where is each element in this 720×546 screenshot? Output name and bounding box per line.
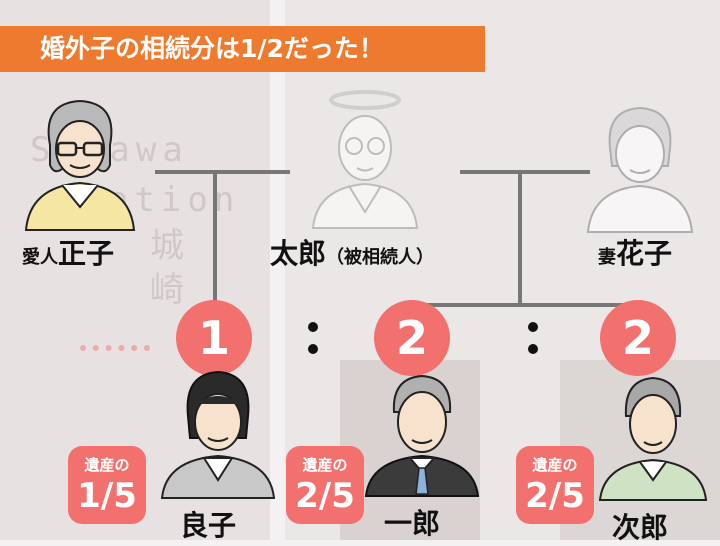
ratio-colon-2 [528, 322, 538, 366]
child3-name: 次郎 [612, 511, 669, 544]
wife-figure [586, 106, 694, 233]
deceased-name: 太郎 [270, 237, 327, 270]
deceased-note: （被相続人） [326, 247, 435, 268]
wife-name: 花子 [616, 237, 673, 270]
lover-label: 愛人正子 [22, 232, 114, 272]
title-banner: 婚外子の相続分は1/2だった！ [0, 26, 485, 72]
halo-icon [329, 90, 401, 110]
ratio-circle-child3: 2 [600, 300, 676, 376]
lover-figure [24, 99, 136, 231]
child2-figure [364, 374, 480, 497]
background-arrow [80, 345, 150, 359]
background-sign-kanji2: 崎 [150, 270, 184, 310]
share-value-child2: 2/5 [295, 476, 355, 516]
share-value-child1: 1/5 [77, 476, 137, 516]
ratio-circle-child1: 1 [176, 300, 252, 376]
ratio-colon-1 [308, 322, 318, 366]
wife-label: 妻花子 [598, 232, 672, 272]
child1-name: 良子 [180, 509, 237, 542]
share-badge-child3: 遺産の 2/5 [516, 446, 594, 524]
lover-name: 正子 [58, 237, 115, 270]
wife-prefix: 妻 [598, 247, 616, 268]
deceased-figure [311, 90, 419, 229]
ratio-circle-child2: 2 [374, 300, 450, 376]
share-label-child3: 遺産の [532, 456, 578, 474]
share-label-child1: 遺産の [84, 456, 130, 474]
lover-prefix: 愛人 [22, 247, 58, 268]
share-badge-child2: 遺産の 2/5 [286, 446, 364, 524]
deceased-label: 太郎（被相続人） [270, 232, 434, 272]
share-badge-child1: 遺産の 1/5 [68, 446, 146, 524]
child2-name: 一郎 [384, 507, 441, 540]
child1-figure [160, 370, 276, 499]
share-label-child2: 遺産の [302, 456, 348, 474]
share-value-child3: 2/5 [525, 476, 585, 516]
child3-figure [598, 376, 708, 501]
background-sign-kanji1: 城 [150, 226, 184, 266]
